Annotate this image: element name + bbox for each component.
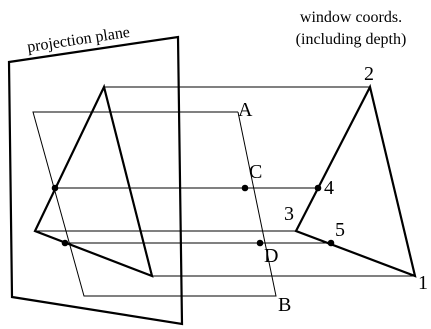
label-c: C [249,161,262,183]
vertex-label-1: 1 [418,272,428,294]
point-left-lower [61,239,69,247]
vertex-label-3: 3 [284,203,294,225]
vertex-label-2: 2 [364,63,374,85]
projected-triangle [33,83,154,278]
label-d: D [264,245,278,267]
window-coords-label-line2: (including depth) [296,31,407,48]
window-coords-label-line1: window coords. [300,9,402,26]
point-left-upper [51,184,59,192]
point-5 [327,239,335,247]
label-b: B [278,294,291,316]
point-c [241,184,249,192]
point-d [256,239,264,247]
slice-plane-a-outline [32,111,277,297]
label-a: A [238,99,253,121]
projection-plane-outline [7,35,184,326]
point-4 [314,184,322,192]
window-triangle [294,83,417,278]
vertex-label-5: 5 [335,219,345,241]
vertex-label-4: 4 [324,177,334,199]
